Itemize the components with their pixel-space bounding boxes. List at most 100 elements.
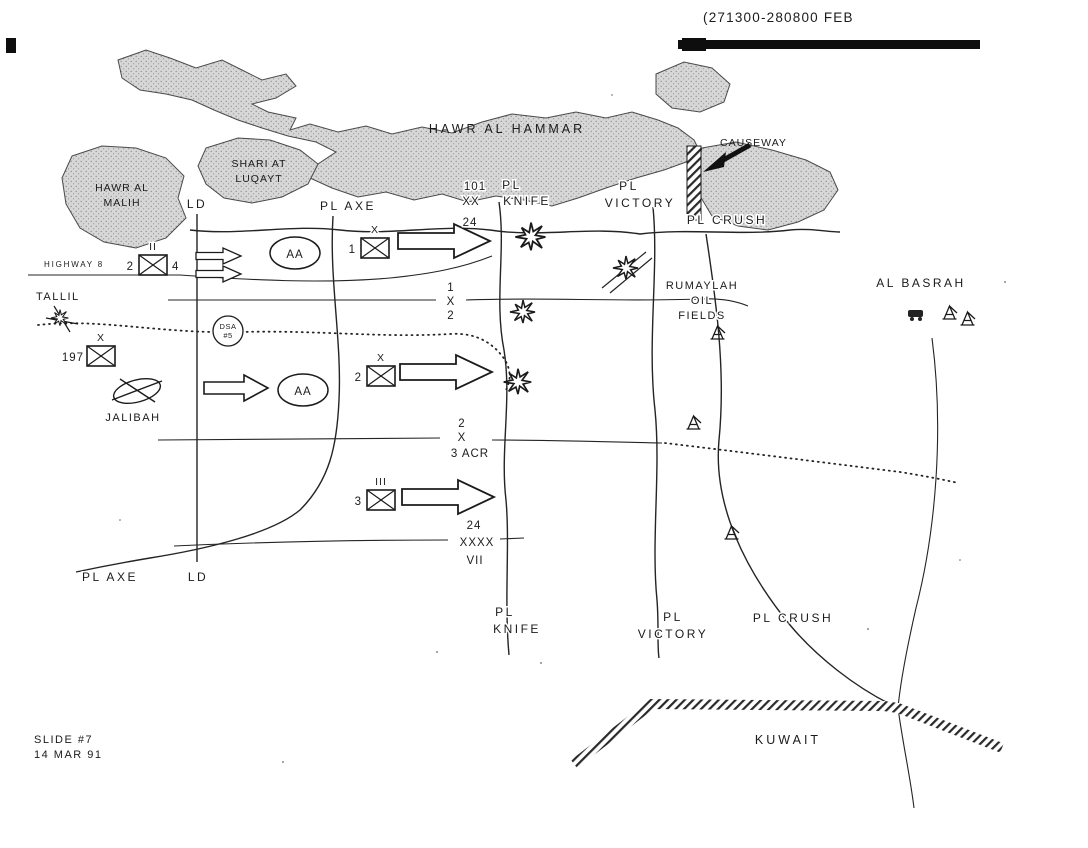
scan-specks: [119, 94, 1006, 763]
pl-victory-line: [651, 206, 660, 659]
battle-explosion-icon: [509, 299, 536, 324]
rumaylah-label: OIL: [691, 295, 713, 307]
acr-boundary-line-east: [491, 439, 663, 444]
unit-number-left: 2: [127, 261, 134, 273]
boundary-echelon: X: [447, 296, 456, 308]
oil-derrick-icon: [723, 525, 740, 540]
oil-derrick-icon: [959, 311, 976, 326]
assembly-area-label: AA: [294, 386, 311, 398]
hawr-al-malih-label: HAWR AL: [95, 182, 149, 194]
rumaylah-label: RUMAYLAH: [666, 280, 738, 292]
pl-axe-line: [75, 215, 341, 573]
hawr-al-hammar-label: HAWR AL HAMMAR: [429, 122, 585, 136]
causeway-label: CAUSEWAY: [720, 137, 787, 149]
battle-symbols: [502, 221, 653, 395]
unit-echelon: X: [377, 352, 385, 364]
unit-symbol-2-bde: X 2: [353, 351, 396, 387]
infantry-box-icon: [366, 489, 396, 511]
battle-explosion-icon: [502, 367, 533, 395]
footer-block: SLIDE #7 14 MAR 91: [34, 734, 103, 761]
infantry-box-icon: [360, 237, 390, 259]
boundary-lines: [28, 227, 959, 547]
shari-at-luqayt-label: LUQAYT: [235, 173, 282, 185]
pl-crush-label-bottom: PL CRUSH: [753, 611, 833, 625]
ld-label-bottom: LD: [188, 570, 208, 584]
causeway-arrow-head-icon: [703, 152, 726, 172]
attack-arrow-icon: [195, 265, 242, 283]
kuwait-label: KUWAIT: [755, 733, 821, 747]
unit-symbol-1-bde: X 1: [347, 223, 390, 259]
jalibah-label: JALIBAH: [105, 412, 160, 424]
infantry-box-icon: [138, 254, 168, 276]
unit-number-left: 2: [355, 372, 362, 384]
pl-crush-label-top: PL CRUSH: [687, 213, 767, 227]
pl-knife-line: [498, 201, 510, 656]
attack-arrows: [195, 223, 495, 515]
boundary-below: 3 ACR: [451, 448, 489, 460]
infantry-box-icon: [86, 345, 116, 367]
redaction-bar: [678, 38, 980, 51]
unit-symbol-197-bde: X 197: [60, 331, 116, 367]
boundary-echelon: XX: [462, 196, 479, 208]
vehicle-icon: [908, 310, 923, 321]
boundary-echelon: XXXX: [460, 537, 495, 549]
datetime-group: (271300-280800 FEB: [703, 10, 854, 25]
boundary-below: 24: [463, 217, 478, 229]
pl-victory-label-top: VICTORY: [605, 196, 675, 210]
pl-victory-label-bottom: VICTORY: [638, 627, 708, 641]
kuwait-border-band: [570, 698, 1004, 768]
dsa-number: #5: [223, 331, 232, 340]
oil-symbols: [685, 305, 976, 540]
pl-axe-label-top: PL AXE: [320, 199, 376, 213]
hawr-al-hammar-lake: [117, 49, 701, 207]
slide-number: SLIDE #7: [34, 734, 93, 746]
oil-derrick-icon: [709, 325, 726, 340]
infantry-box-icon: [366, 365, 396, 387]
slide-date: 14 MAR 91: [34, 749, 103, 761]
corps-boundary-line-west: [173, 539, 449, 547]
ld-label-top: LD: [187, 197, 207, 211]
attack-arrow-icon: [203, 374, 269, 402]
assembly-area-ellipse: [269, 236, 321, 270]
unit-symbol-3-bde: III 3: [353, 475, 396, 511]
boundary-markers: 101 XX 24 1 X 2 2 X 3 ACR 24 XXXX VII: [445, 180, 495, 569]
rumaylah-label: FIELDS: [678, 310, 726, 322]
north-boundary-line: [189, 227, 841, 235]
acr-boundary-line-west: [157, 437, 441, 441]
unit-echelon: X: [371, 224, 379, 236]
unit-echelon: III: [375, 476, 387, 488]
kuwait-border: [570, 698, 1004, 768]
boundary-below: 2: [447, 310, 454, 322]
hawr-al-hammar-east-lobe: [695, 141, 839, 231]
unit-echelon: X: [97, 332, 105, 344]
pl-knife-label-bottom: KNIFE: [493, 622, 541, 636]
route-tick: [609, 257, 653, 294]
pl-axe-label-bottom: PL AXE: [82, 570, 138, 584]
assembly-area-ellipse: [277, 373, 329, 407]
acr-boundary-dashed-east: [664, 442, 959, 484]
al-basrah-label: AL BASRAH: [876, 276, 965, 290]
scan-edge-mark: [6, 38, 16, 53]
jalibah-airfield-icon: [111, 377, 163, 405]
hawr-al-malih-label: MALIH: [103, 197, 140, 209]
oil-derrick-icon: [941, 305, 958, 320]
pl-knife-label-top: PL: [502, 178, 522, 192]
dsa-circle: [212, 315, 244, 347]
shari-at-luqayt-label: SHARI AT: [231, 158, 286, 170]
airfield-symbols: [45, 305, 163, 405]
pl-crush-line: [705, 233, 899, 709]
attack-arrow-icon: [195, 247, 242, 265]
tallil-label: TALLIL: [36, 291, 80, 303]
marsh-island: [655, 61, 731, 113]
attack-arrow-icon: [401, 479, 495, 515]
dsa-label: DSA: [220, 322, 237, 331]
battle-explosion-icon: [50, 309, 69, 327]
highway-8-label: HIGHWAY 8: [44, 260, 104, 269]
pl-knife-label-bottom: PL: [495, 605, 515, 619]
phase-line-labels: LD PL AXE PL KNIFE PL VICTORY PL CRUSH P…: [81, 177, 833, 643]
hawr-al-malih-lake: [61, 145, 187, 249]
causeway-bar: [686, 145, 702, 221]
unit-number-left: 197: [62, 352, 84, 364]
unit-symbol-2-4: II 2 4: [125, 240, 180, 276]
